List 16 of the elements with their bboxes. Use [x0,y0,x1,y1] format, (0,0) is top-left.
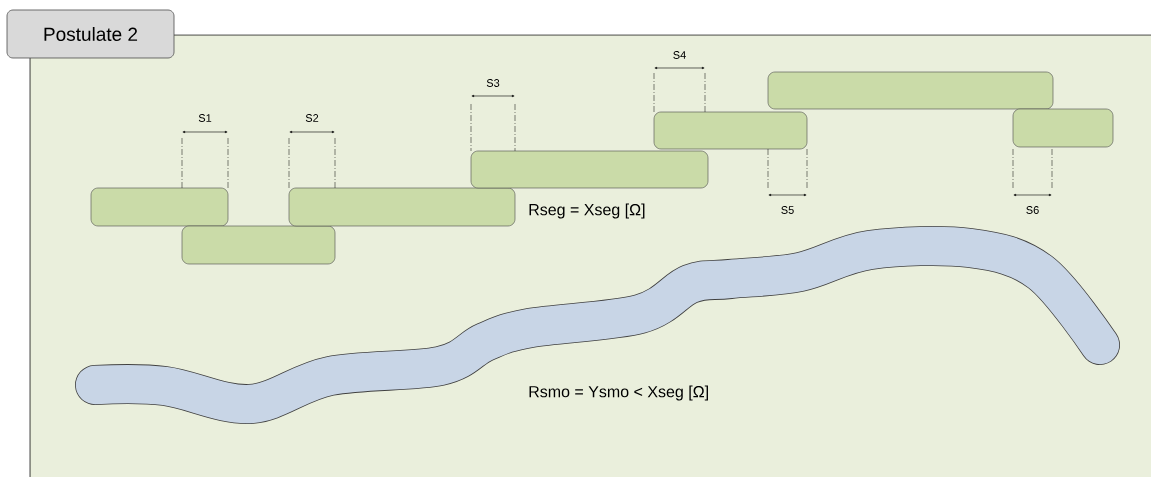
dimension-label: S5 [781,206,794,214]
segment-bar [653,111,808,150]
segment-bar [1012,108,1114,148]
title-tab: Postulate 2 [6,9,175,59]
dimension-label: S6 [1026,206,1039,214]
dimension-label: S2 [305,114,319,122]
segment-bar [470,150,709,189]
segment-bar [767,71,1054,110]
dimension-label: S1 [198,114,212,122]
segment-bar [288,187,516,227]
segment-bar [181,225,336,265]
formula-label: Rseg = Xseg [Ω] [529,203,645,219]
segment-bar [90,187,229,227]
formula-label: Rsmo = Ysmo < Xseg [Ω] [529,385,708,401]
dimension-label: S3 [486,79,500,87]
dimension-label: S4 [673,51,686,59]
